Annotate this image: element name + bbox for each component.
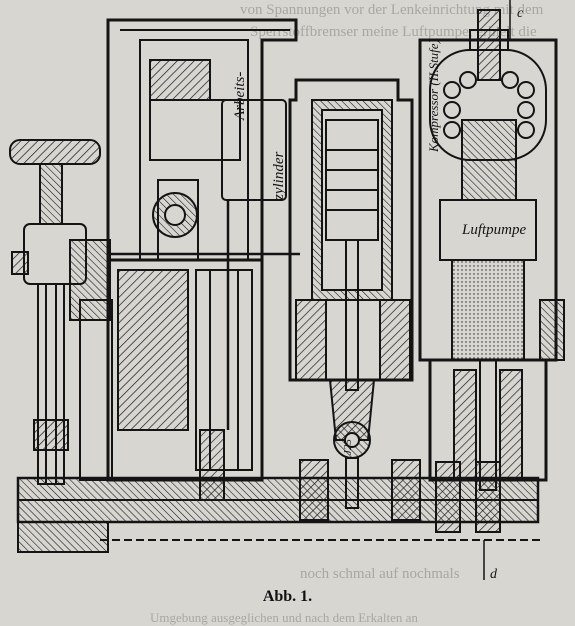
bleed-text-lower-2: noch schmal auf nochmals xyxy=(300,566,460,582)
section-marker-c: c xyxy=(517,6,524,21)
part-number-label: J25 xyxy=(342,439,354,455)
engine-frame xyxy=(69,18,298,482)
governor-assembly xyxy=(9,139,101,485)
crank-bearings xyxy=(100,429,540,541)
label-kompressor: Kompressor (II.Stufe) xyxy=(426,39,441,152)
label-arbeitszylinder-1: Arbeits- xyxy=(232,71,248,120)
compressor xyxy=(418,9,565,491)
working-cylinder xyxy=(221,78,414,509)
section-marker-d: d xyxy=(490,567,497,582)
bleed-text-right: Sperrstoffbremser meine Luftpumpe, erhie… xyxy=(250,24,537,40)
label-arbeitszylinder-2: zylinder xyxy=(271,151,287,200)
bleed-text-top: von Spannungen vor der Lenkeinrichtung m… xyxy=(240,2,544,18)
figure-caption: Abb. 1. xyxy=(262,588,313,605)
label-luftpumpe: Luftpumpe xyxy=(462,222,527,238)
